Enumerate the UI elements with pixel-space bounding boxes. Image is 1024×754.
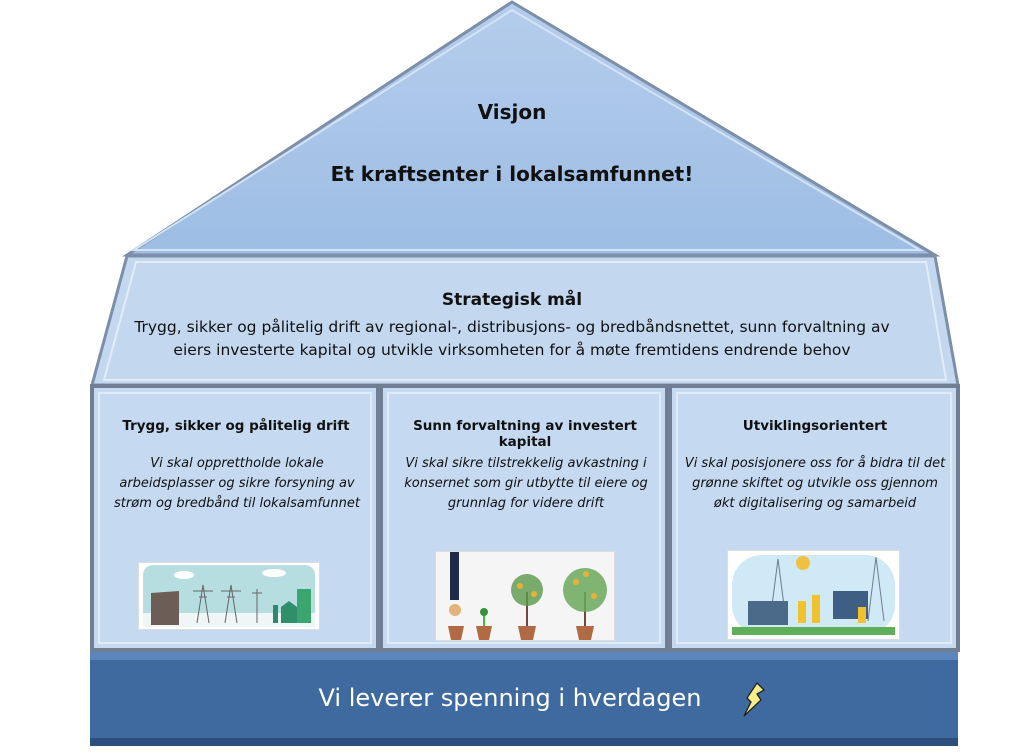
power-grid-illustration: [138, 562, 320, 630]
green-workers-illustration: [727, 550, 900, 640]
money-plants-illustration: [435, 551, 615, 641]
pillar-3-title: Utviklingsorientert: [742, 418, 888, 434]
vision-title: Visjon: [477, 100, 547, 124]
pillar-2-title: Sunn forvaltning av investert kapital: [413, 418, 637, 450]
base-bar: [90, 652, 958, 746]
pillar-3-text: Vi skal posisjonere oss for å bidra til …: [684, 456, 946, 511]
pillar-1-title: Trygg, sikker og pålitelig drift: [122, 418, 350, 434]
strategic-goal-title: Strategisk mål: [441, 290, 583, 310]
strategic-goal-text: Trygg, sikker og pålitelig drift av regi…: [134, 318, 890, 359]
pillar-2-text: Vi skal sikre tilstrekkelig avkastning i…: [404, 456, 648, 511]
roof-vision: [121, 0, 941, 257]
pillar-1-text: Vi skal opprettholde lokale arbeidsplass…: [114, 456, 360, 511]
vision-statement: Et kraftsenter i lokalsamfunnet!: [330, 162, 694, 186]
base-slogan: Vi leverer spenning i hverdagen: [318, 684, 702, 712]
lightning-bolt-icon: [743, 682, 766, 717]
